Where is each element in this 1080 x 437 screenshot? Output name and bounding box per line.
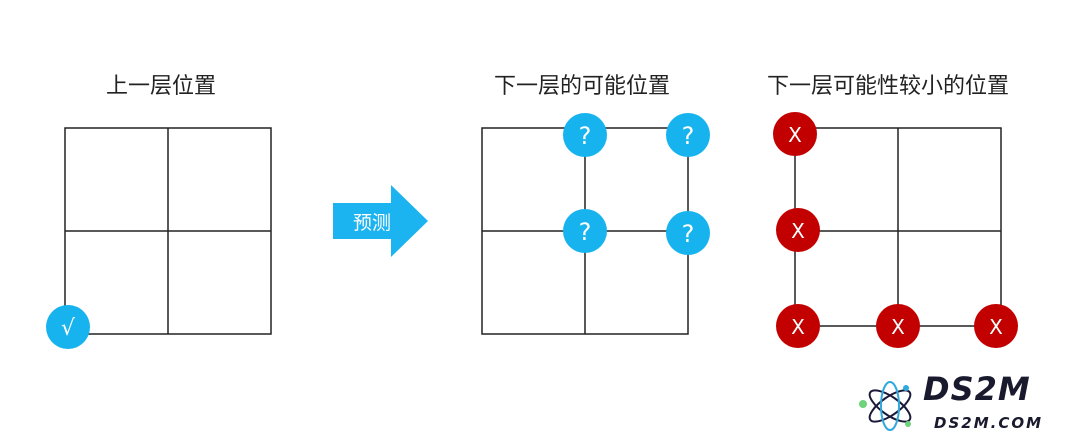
marker-possible-2: ? xyxy=(666,113,710,157)
marker-unlikely-4: X xyxy=(876,304,920,348)
grid-next-layer-unlikely xyxy=(794,127,1002,327)
marker-x-text: X xyxy=(791,315,805,339)
panel-3-title: 下一层可能性较小的位置 xyxy=(767,74,1010,99)
marker-unlikely-3: X xyxy=(776,304,820,348)
marker-check-text: √ xyxy=(61,316,76,341)
marker-x-text: X xyxy=(891,315,905,339)
marker-question-text: ? xyxy=(682,220,695,248)
marker-x-text: X xyxy=(989,315,1003,339)
predict-arrow-label: 预测 xyxy=(353,212,391,234)
grid-previous-layer xyxy=(64,127,272,335)
logo-brand-text: DS2M xyxy=(923,370,1031,408)
marker-possible-3: ? xyxy=(563,209,607,253)
marker-possible-1: ? xyxy=(563,113,607,157)
ds2m-logo: DS2M DS2M.COM xyxy=(859,370,1043,432)
panel-2-title: 下一层的可能位置 xyxy=(494,74,671,99)
marker-unlikely-1: X xyxy=(773,112,817,156)
marker-x-text: X xyxy=(791,219,805,243)
logo-url-text: DS2M.COM xyxy=(934,414,1043,432)
marker-question-text: ? xyxy=(579,122,592,150)
atom-logo-icon xyxy=(859,381,912,431)
predict-arrow: 预测 xyxy=(333,185,428,257)
marker-possible-4: ? xyxy=(666,211,710,255)
marker-x-text: X xyxy=(788,123,802,147)
marker-unlikely-2: X xyxy=(776,208,820,252)
marker-unlikely-5: X xyxy=(974,304,1018,348)
marker-current-position: √ xyxy=(46,305,90,349)
marker-question-text: ? xyxy=(579,218,592,246)
marker-question-text: ? xyxy=(682,122,695,150)
panel-1-title: 上一层位置 xyxy=(106,74,217,99)
